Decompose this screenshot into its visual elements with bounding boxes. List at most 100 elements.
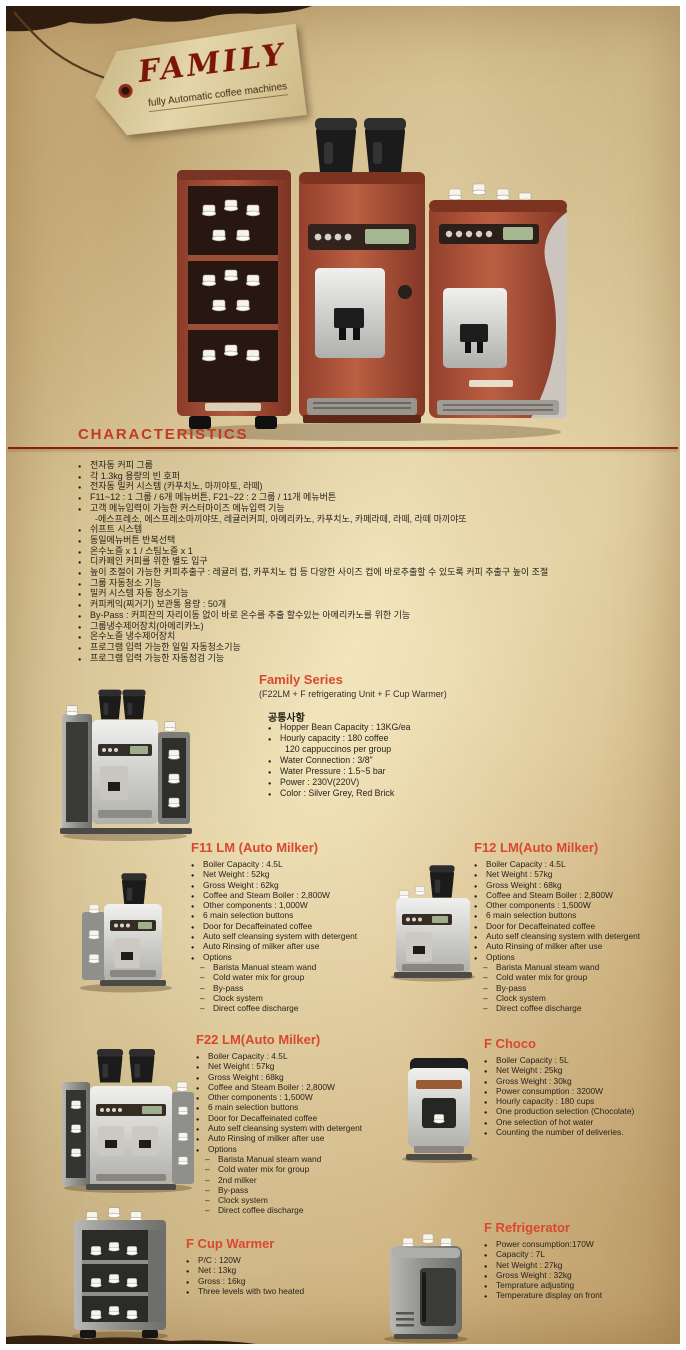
- spec-item: Water Connection : 3/8": [268, 755, 508, 768]
- spec-item: Gross Weight : 62kg: [191, 880, 386, 893]
- option-item: Clock system: [191, 993, 386, 1004]
- option-item: Clock system: [196, 1195, 391, 1206]
- family-series-title: Family Series: [259, 672, 343, 687]
- spec-item: Hourly capacity : 180 cups: [484, 1096, 674, 1109]
- option-item: Direct coffee discharge: [196, 1205, 391, 1216]
- spec-item: Auto Rinsing of milker after use: [191, 941, 386, 954]
- spec-item: Boiler Capacity : 4.5L: [196, 1051, 391, 1064]
- spec-item: Three levels with two heated: [186, 1286, 376, 1299]
- characteristic-item: 고객 메뉴입력이 가능한 커스터마이즈 메뉴입력 기능: [78, 503, 678, 515]
- option-item: 2nd milker: [196, 1175, 391, 1186]
- spec-item: Gross Weight : 32kg: [484, 1270, 674, 1283]
- product-title: F Choco: [484, 1036, 536, 1051]
- family-series-machine-image: [60, 689, 192, 841]
- characteristic-item: 온수노즐 x 1 / 스팀노즐 x 1: [78, 546, 678, 558]
- spec-item: Net Weight : 25kg: [484, 1065, 674, 1078]
- product-title: F12 LM(Auto Milker): [474, 840, 599, 855]
- product-section-f-cup-warmer: F Cup Warmer P/C : 120W Net : 13kg Gross…: [186, 1236, 376, 1299]
- option-item: By-pass: [196, 1185, 391, 1196]
- common-spec-heading: 공통사항: [268, 713, 305, 724]
- spec-item: Net Weight : 57kg: [196, 1061, 391, 1074]
- characteristic-item: 전자동 밀커 시스템 (카푸치노, 마끼야토, 라떼): [78, 481, 678, 493]
- spec-item: Water Pressure : 1.5~5 bar: [268, 766, 508, 779]
- spec-item: One production selection (Chocolate): [484, 1106, 674, 1119]
- option-item: By-pass: [474, 983, 669, 994]
- spec-item: Other components : 1,500W: [474, 900, 669, 913]
- spec-item: 6 main selection buttons: [474, 910, 669, 923]
- spec-item: Other components : 1,000W: [191, 900, 386, 913]
- spec-item: Door for Decaffeinated coffee: [191, 921, 386, 934]
- spec-item: Power : 230V(220V): [268, 777, 508, 790]
- spec-item: Door for Decaffeinated coffee: [196, 1113, 391, 1126]
- spec-item: Auto Rinsing of milker after use: [474, 941, 669, 954]
- spec-item: Other components : 1,500W: [196, 1092, 391, 1105]
- characteristic-item: 높이 조절이 가능한 커피추출구 : 레귤러 컵, 카푸치노 컵 등 다양한 사…: [78, 567, 678, 579]
- spec-item: Temperature display on front: [484, 1290, 674, 1303]
- product-section-f-refrigerator: F Refrigerator Power consumption:170W Ca…: [484, 1220, 674, 1303]
- option-item: Barista Manual steam wand: [191, 962, 386, 973]
- characteristic-item: 밀커 시스템 자동 청소기능: [78, 588, 678, 600]
- common-spec-list: Hopper Bean Capacity : 13KG/ea Hourly ca…: [268, 722, 508, 801]
- spec-item: Net Weight : 27kg: [484, 1260, 674, 1273]
- spec-item: Auto self cleansing system with detergen…: [474, 931, 669, 944]
- f12-machine-image: [391, 865, 475, 982]
- spec-item: Power consumption:170W: [484, 1239, 674, 1252]
- spec-item: Door for Decaffeinated coffee: [474, 921, 669, 934]
- option-item: Barista Manual steam wand: [474, 962, 669, 973]
- characteristic-item: 그룹 자동청소 기능: [78, 578, 678, 590]
- spec-item: Auto self cleansing system with detergen…: [196, 1123, 391, 1136]
- spec-item: Coffee and Steam Boiler : 2,800W: [191, 890, 386, 903]
- catalog-page: FAMILY fully Automatic coffee machines: [6, 6, 680, 1344]
- product-spec-list: Boiler Capacity : 5L Net Weight : 25kg G…: [484, 1055, 674, 1140]
- spec-item: P/C : 120W: [186, 1255, 376, 1268]
- spec-item: Counting the number of deliveries.: [484, 1127, 674, 1140]
- characteristic-item: 커피케익(찌거기) 보관통 용량 : 50개: [78, 599, 678, 611]
- characteristic-item: 온수노즐 냉수제어장치: [78, 631, 678, 643]
- spec-item: Options: [191, 952, 386, 965]
- product-title: F11 LM (Auto Milker): [191, 840, 319, 855]
- spec-item: Gross Weight : 30kg: [484, 1076, 674, 1089]
- spec-item: Color : Silver Grey, Red Brick: [268, 788, 508, 801]
- option-item: Cold water mix for group: [191, 972, 386, 983]
- spec-item: Hopper Bean Capacity : 13KG/ea: [268, 722, 508, 735]
- espresso-machine-right: [429, 183, 567, 418]
- characteristic-item: By-Pass : 커피잔의 자리이동 없이 바로 온수를 추출 할수있는 아메…: [78, 610, 678, 622]
- spec-item: Options: [474, 952, 669, 965]
- characteristic-item: 그룹냉수제어장치(아메리카노): [78, 621, 678, 633]
- product-spec-list: P/C : 120W Net : 13kg Gross : 16kg Three…: [186, 1255, 376, 1299]
- characteristic-item: 쉬프트 시스템: [78, 524, 678, 536]
- spec-item: Boiler Capacity : 5L: [484, 1055, 674, 1068]
- family-series-header: Family Series (F22LM + F refrigerating U…: [259, 672, 447, 699]
- characteristics-heading: CHARACTERISTICS: [78, 426, 249, 443]
- option-item: Cold water mix for group: [474, 972, 669, 983]
- characteristic-item: F11~12 : 1 그룹 / 6개 메뉴버튼, F21~22 : 2 그룹 /…: [78, 492, 678, 504]
- spec-subitem: 120 cappuccinos per group: [285, 744, 392, 754]
- f-cup-warmer-image: [72, 1207, 168, 1341]
- product-spec-list: Boiler Capacity : 4.5L Net Weight : 57kg…: [474, 859, 669, 1014]
- characteristic-item: 디카페인 커피를 위한 별도 입구: [78, 556, 678, 568]
- spec-item: Gross Weight : 68kg: [474, 880, 669, 893]
- red-divider: [8, 447, 678, 449]
- product-spec-list: Power consumption:170W Capacity : 7L Net…: [484, 1239, 674, 1303]
- spec-item: Capacity : 7L: [484, 1249, 674, 1262]
- hero-machines-image: [177, 118, 567, 441]
- product-spec-list: Boiler Capacity : 4.5L Net Weight : 57kg…: [196, 1051, 391, 1216]
- spec-item: Boiler Capacity : 4.5L: [474, 859, 669, 872]
- product-section-f22: F22 LM(Auto Milker) Boiler Capacity : 4.…: [196, 1032, 391, 1216]
- spec-item: Coffee and Steam Boiler : 2,800W: [196, 1082, 391, 1095]
- spec-item: Net Weight : 52kg: [191, 869, 386, 882]
- option-item: Direct coffee discharge: [191, 1003, 386, 1014]
- f22-machine-image: [62, 1049, 194, 1193]
- characteristics-list: 전자동 커피 그룹 각 1.3kg 용량의 빈 호퍼 전자동 밀커 시스템 (카…: [78, 460, 678, 665]
- characteristic-subitem: -에스프레소, 에스프레소마끼야또, 레귤러커피, 아메리카노, 카푸치노, 카…: [95, 513, 467, 524]
- f11-machine-image: [80, 873, 172, 993]
- cup-cabinet-red: [177, 170, 291, 429]
- spec-item: Net Weight : 57kg: [474, 869, 669, 882]
- option-item: Direct coffee discharge: [474, 1003, 669, 1014]
- spec-item: Temprature adjusting: [484, 1280, 674, 1293]
- espresso-machine-center: [299, 118, 425, 423]
- spec-item: Coffee and Steam Boiler : 2,800W: [474, 890, 669, 903]
- product-title: F Refrigerator: [484, 1220, 570, 1235]
- characteristic-item: 동일메뉴버튼 반복선택: [78, 535, 678, 547]
- torn-paper-edge-top: [6, 6, 312, 32]
